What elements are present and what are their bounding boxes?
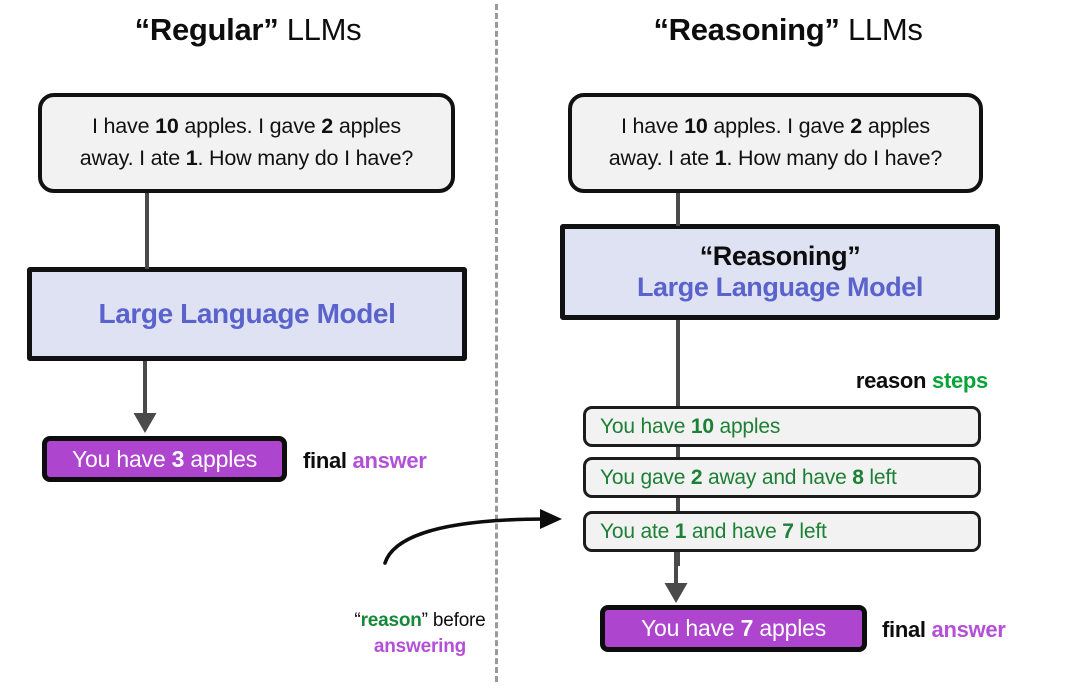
- right-prompt-l1d: 2: [850, 114, 863, 139]
- right-prompt-l2b: 1: [714, 146, 727, 170]
- step-1-b: 10: [690, 414, 714, 438]
- left-final-answer-box: You have 3 apples: [42, 436, 287, 482]
- note-before: ” before: [421, 610, 486, 631]
- right-llm-label: Large Language Model: [636, 271, 924, 302]
- left-llm-label: Large Language Model: [98, 298, 396, 330]
- step-3-a: You ate: [600, 519, 675, 543]
- step-3-b: 1: [674, 519, 687, 543]
- reason-step-1: You have 10 apples: [583, 406, 981, 447]
- step-3-e: left: [793, 519, 827, 543]
- right-final-answer-box: You have 7 apples: [600, 605, 867, 652]
- left-answer-suffix: apples: [184, 445, 258, 472]
- left-prompt-l2b: 1: [185, 146, 198, 170]
- step-3-c: and have: [686, 519, 783, 543]
- left-connector-prompt-to-llm: [145, 193, 149, 269]
- left-final-answer-label: final answer: [303, 448, 427, 474]
- step-1-a: You have: [600, 414, 691, 438]
- left-llm-box: Large Language Model: [27, 267, 467, 361]
- right-answer-prefix: You have: [640, 615, 741, 641]
- right-prompt-l1e: apples: [862, 114, 930, 139]
- right-prompt-box: I have 10 apples. I gave 2 apples away. …: [568, 93, 983, 193]
- step-2-c: away and have: [702, 465, 853, 489]
- left-prompt-l2a: away. I ate: [79, 146, 186, 170]
- right-connector-prompt-to-llm: [676, 193, 680, 226]
- left-final-accent: answer: [352, 448, 427, 473]
- reason-steps-accent: steps: [932, 368, 988, 393]
- left-final-plain: final: [303, 448, 353, 473]
- right-column-heading: “Reasoning” LLMs: [496, 12, 1080, 48]
- left-answer-prefix: You have: [71, 445, 172, 472]
- right-llm-box: “Reasoning” Large Language Model: [560, 224, 1000, 320]
- right-arrow-steps-to-answer: [664, 552, 688, 603]
- left-prompt-l1b: 10: [155, 114, 179, 139]
- step-2-a: You gave: [600, 465, 691, 489]
- left-heading-plain: LLMs: [278, 12, 362, 47]
- right-answer-number: 7: [740, 615, 754, 641]
- left-prompt-box: I have 10 apples. I gave 2 apples away. …: [38, 93, 455, 193]
- right-heading-quoted: “Reasoning”: [653, 12, 840, 47]
- left-heading-quoted: “Regular”: [134, 12, 279, 47]
- left-column-heading: “Regular” LLMs: [0, 12, 496, 48]
- left-prompt-l1e: apples: [333, 114, 401, 139]
- right-final-plain: final: [882, 617, 932, 642]
- left-prompt-l2c: . How many do I have?: [197, 146, 414, 170]
- right-final-answer-label: final answer: [882, 617, 1006, 643]
- left-arrow-llm-to-answer: [133, 361, 157, 433]
- left-answer-number: 3: [171, 445, 185, 472]
- step-3-d: 7: [782, 519, 794, 543]
- right-prompt-l1b: 10: [684, 114, 708, 139]
- reason-step-3: You ate 1 and have 7 left: [583, 511, 981, 552]
- right-heading-plain: LLMs: [839, 12, 923, 47]
- reason-before-answering-arrow-icon: [383, 509, 562, 565]
- reason-step-2: You gave 2 away and have 8 left: [583, 457, 981, 498]
- step-2-b: 2: [690, 465, 703, 489]
- right-llm-title: “Reasoning”: [699, 240, 861, 271]
- left-prompt-l1d: 2: [321, 114, 334, 139]
- note-answering: answering: [373, 635, 467, 657]
- right-prompt-l1c: apples. I gave: [707, 114, 851, 139]
- note-reason: reason: [360, 610, 422, 631]
- step-2-d: 8: [852, 465, 864, 489]
- right-answer-suffix: apples: [753, 615, 827, 641]
- note-quote-open: “: [354, 610, 361, 631]
- right-prompt-l2a: away. I ate: [608, 146, 715, 170]
- note-line-1: “reason” before: [300, 608, 540, 634]
- left-prompt-l1c: apples. I gave: [178, 114, 322, 139]
- step-2-e: left: [863, 465, 897, 489]
- right-prompt-l1a: I have: [620, 114, 685, 139]
- step-1-c: apples: [713, 414, 781, 438]
- reason-before-answering-note: “reason” before answering: [300, 608, 540, 659]
- left-prompt-l1a: I have: [91, 114, 156, 139]
- column-divider: [495, 4, 498, 682]
- reason-steps-plain: reason: [855, 368, 933, 393]
- right-prompt-l2c: . How many do I have?: [726, 146, 943, 170]
- reason-steps-label: reason steps: [760, 368, 988, 394]
- right-final-accent: answer: [931, 617, 1006, 642]
